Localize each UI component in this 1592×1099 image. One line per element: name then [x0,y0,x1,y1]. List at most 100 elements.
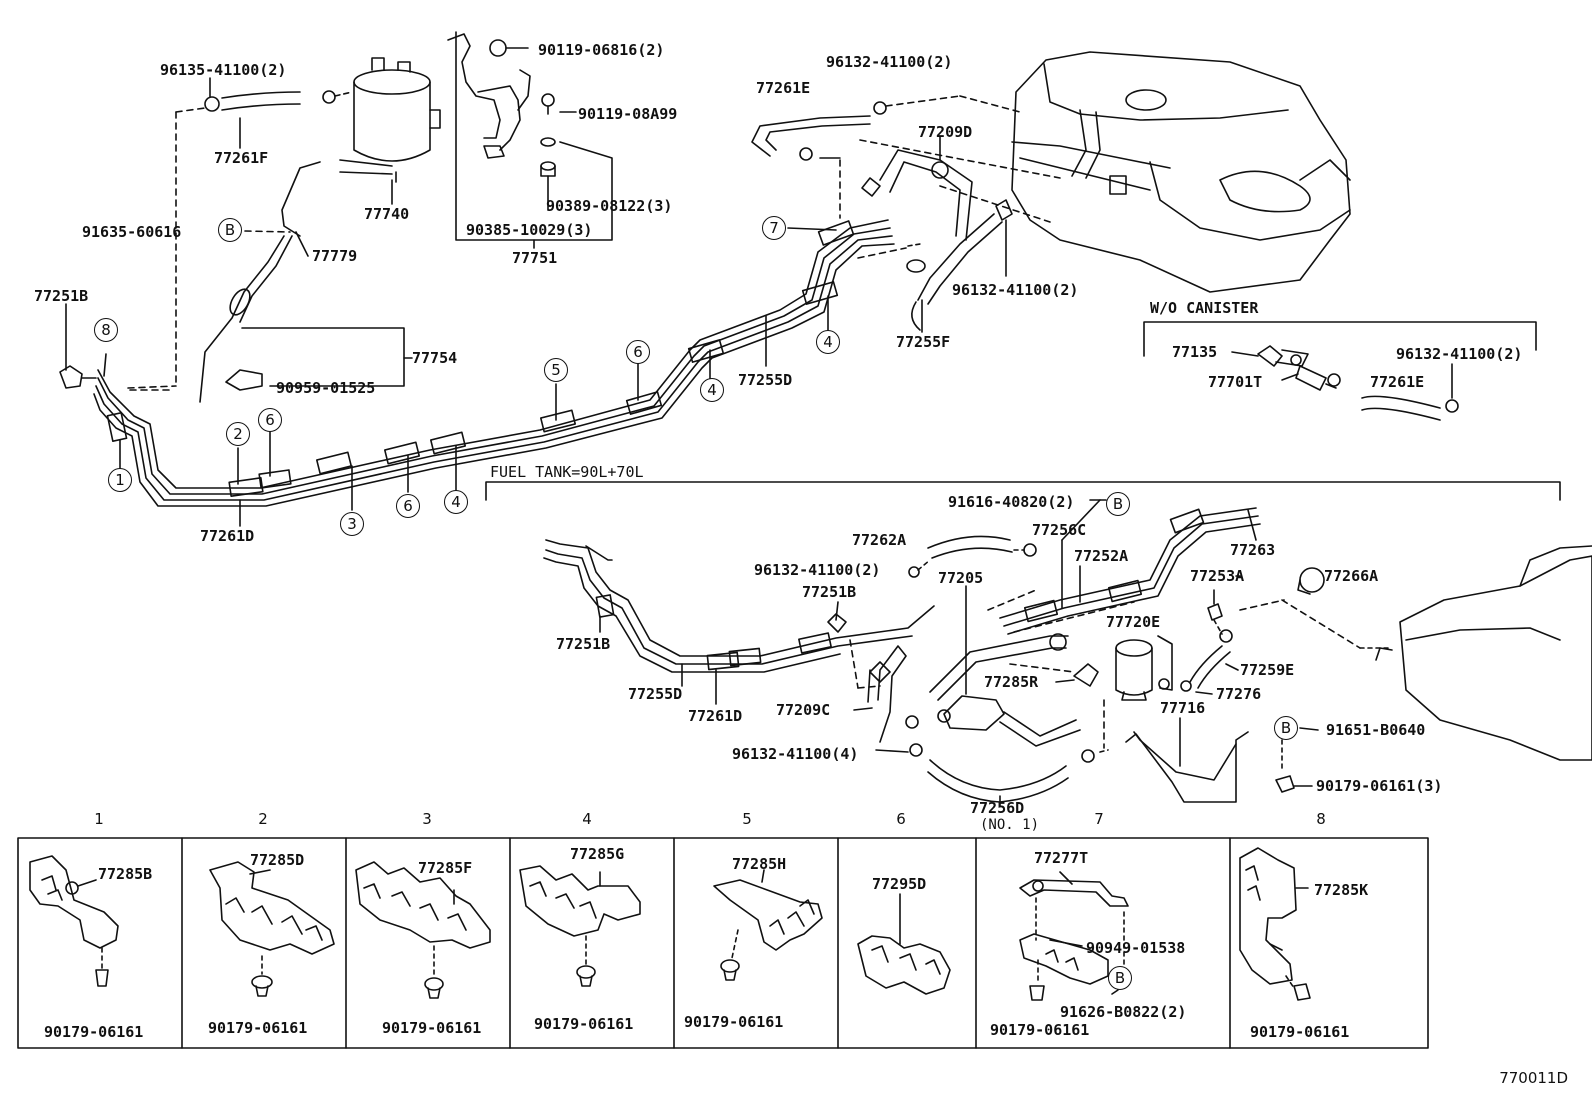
label-77262A: 77262A [852,531,907,549]
label-91635-60616: 91635-60616 [82,223,182,241]
label-96132-41100-mid: 96132-41100(2) [952,281,1079,299]
label-77255D-low: 77255D [628,685,683,703]
label-77261E-top: 77261E [756,79,811,97]
label-77716: 77716 [1160,699,1206,717]
label-77135: 77135 [1172,343,1218,361]
panel-5-fastener: 90179-06161 [684,1013,784,1031]
panel-1-fastener: 90179-06161 [44,1023,144,1041]
callout-6-c: 6 [626,340,650,364]
label-77276: 77276 [1216,685,1262,703]
label-77251B-top: 77251B [34,287,89,305]
panel-4-part: 77285G [570,845,625,863]
label-77252A: 77252A [1074,547,1129,565]
wo-canister-drawing [1143,321,1537,421]
label-77754: 77754 [412,349,458,367]
label-77256D-no: (NO. 1) [980,817,1040,833]
label-96132-41100-right: 96132-41100(2) [1396,345,1523,363]
label-77255F: 77255F [896,333,951,351]
callout-6-b: 6 [396,494,420,518]
panel-7-fastener: 90179-06161 [990,1021,1090,1039]
panel-7-part: 77277T [1034,849,1089,867]
label-77779: 77779 [312,247,358,265]
fuel-tank-section-drawing [485,481,1592,807]
panel-5-number: 5 [736,808,758,830]
label-77263: 77263 [1230,541,1276,559]
label-77285R: 77285R [984,673,1039,691]
label-wo-canister: W/O CANISTER [1150,299,1259,317]
panel-4-fastener: 90179-06161 [534,1015,634,1033]
panel-4-number: 4 [576,808,598,830]
panel-8-fastener: 90179-06161 [1250,1023,1350,1041]
label-77251B-low: 77251B [556,635,611,653]
callout-b-91635: B [218,218,242,242]
label-77251B-mid: 77251B [802,583,857,601]
label-77751: 77751 [512,249,558,267]
callout-4-c: 4 [816,330,840,354]
label-77261E-right: 77261E [1370,373,1425,391]
panel-7-extra2: 91626-B0822(2) [1060,1003,1187,1021]
label-77261F: 77261F [214,149,269,167]
label-77209D: 77209D [918,123,973,141]
label-90385-10029: 90385-10029(3) [466,221,593,239]
label-90119-08A99: 90119-08A99 [578,105,678,123]
label-77261D-top: 77261D [200,527,255,545]
label-77253A: 77253A [1190,567,1245,585]
panel-6-number: 6 [890,808,912,830]
callout-b-91616: B [1106,492,1130,516]
callout-4-a: 4 [444,490,468,514]
label-96132-41100-top: 96132-41100(2) [826,53,953,71]
panel-1-number: 1 [88,808,110,830]
label-90179-06161-3: 90179-06161(3) [1316,777,1443,795]
panel-7-extra1: 90949-01538 [1086,939,1186,957]
panel-7-number: 7 [1088,808,1110,830]
fuel-filter-drawing [127,57,441,403]
label-77701T: 77701T [1208,373,1263,391]
panel-3-number: 3 [416,808,438,830]
label-77259E: 77259E [1240,661,1295,679]
tank-and-hoses [751,51,1351,333]
label-77720E: 77720E [1106,613,1161,631]
clamp-panel-drawings [29,847,1311,1001]
panel-6-part: 77295D [872,875,927,893]
panel-2-number: 2 [252,808,274,830]
callout-b-panel-7: B [1108,966,1132,990]
label-77256C: 77256C [1032,521,1087,539]
label-90959-01525: 90959-01525 [276,379,376,397]
callout-7-top: 7 [762,216,786,240]
label-96132-41100-lower: 96132-41100(2) [754,561,881,579]
label-90389-08122: 90389-08122(3) [546,197,673,215]
label-fuel-tank: FUEL TANK=90L+70L [490,463,644,481]
panel-2-fastener: 90179-06161 [208,1019,308,1037]
label-91651-B0640: 91651-B0640 [1326,721,1426,739]
label-77205: 77205 [938,569,984,587]
callout-b-91651: B [1274,716,1298,740]
panel-8-number: 8 [1310,808,1332,830]
bracket-77751-drawing [447,31,613,249]
label-77261D-low: 77261D [688,707,743,725]
panel-5-part: 77285H [732,855,787,873]
callout-8-top: 8 [94,318,118,342]
panel-8-part: 77285K [1314,881,1369,899]
label-91616-40820: 91616-40820(2) [948,493,1075,511]
panel-1-part: 77285B [98,865,153,883]
panel-3-part: 77285F [418,859,473,877]
label-90119-06816: 90119-06816(2) [538,41,665,59]
panel-3-fastener: 90179-06161 [382,1019,482,1037]
label-77255D-top: 77255D [738,371,793,389]
callout-1: 1 [108,468,132,492]
label-77740: 77740 [364,205,410,223]
callout-4-b: 4 [700,378,724,402]
label-96132-41100-4: 96132-41100(4) [732,745,859,763]
callout-5: 5 [544,358,568,382]
callout-6-a: 6 [258,408,282,432]
clamp-panel-grid [17,837,1429,1049]
label-77209C: 77209C [776,701,831,719]
label-96135-41100: 96135-41100(2) [160,61,287,79]
main-fuel-pipes [59,219,895,527]
callout-2: 2 [226,422,250,446]
label-77256D: 77256D [970,799,1025,817]
label-77266A: 77266A [1324,567,1379,585]
callout-3: 3 [340,512,364,536]
